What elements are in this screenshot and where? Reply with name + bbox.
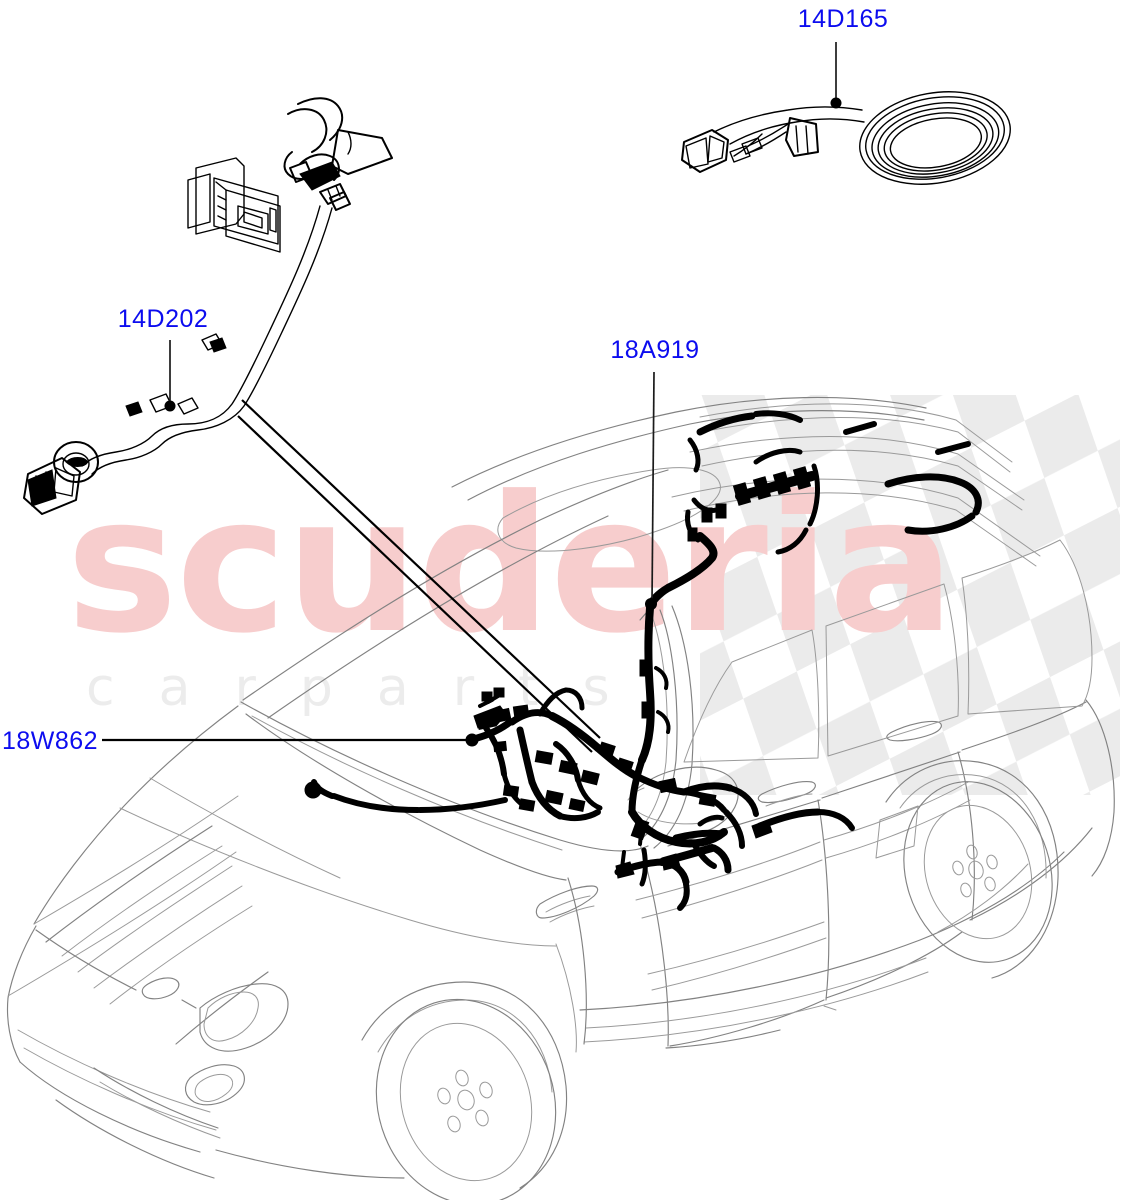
- label-18W862[interactable]: 18W862: [2, 727, 468, 755]
- label-14D202-dot: [164, 400, 176, 412]
- labels-group: 14D165 14D202 18A919 18W862: [2, 5, 888, 755]
- label-18A919-leader: [651, 371, 655, 603]
- label-14D202-text: 14D202: [118, 305, 209, 333]
- label-14D165[interactable]: 14D165: [798, 5, 889, 109]
- leader-18W862-diagonals: [237, 399, 601, 753]
- label-14D165-text: 14D165: [798, 5, 889, 33]
- label-18A919-text: 18A919: [610, 336, 699, 364]
- checkered-flag-watermark: [700, 395, 1120, 795]
- part-14D202: [23, 97, 393, 515]
- label-14D202[interactable]: 14D202: [118, 305, 209, 412]
- label-14D165-dot: [830, 97, 842, 109]
- label-18A919-dot: [645, 598, 657, 610]
- label-18A919[interactable]: 18A919: [610, 336, 699, 610]
- part-14D165: [681, 91, 1011, 185]
- harness-18W862: [304, 687, 855, 911]
- label-18W862-text: 18W862: [2, 727, 98, 755]
